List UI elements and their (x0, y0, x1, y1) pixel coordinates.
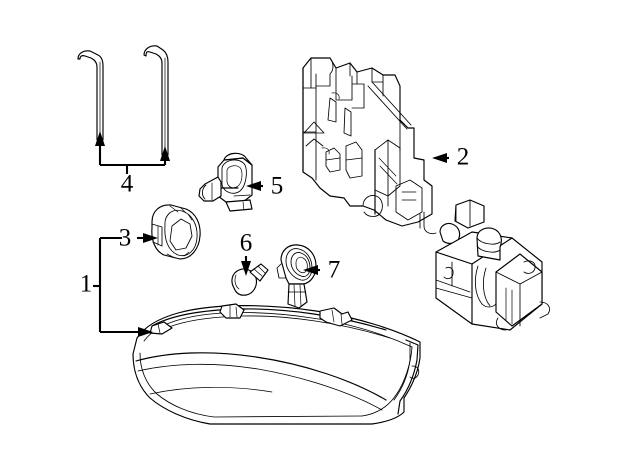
part-retaining-clip-left (77, 50, 104, 141)
callout-number-2: 2 (457, 144, 470, 171)
callout-3-leader (137, 233, 158, 243)
part-halogen-bulb (198, 152, 253, 212)
part-retaining-cap (151, 204, 201, 260)
callout-number-1: 1 (80, 271, 93, 298)
part-mounting-bracket (302, 57, 433, 227)
part-retaining-clip-right (143, 45, 169, 156)
callout-7-leader (303, 265, 320, 275)
callout-4-leader (95, 131, 170, 174)
callout-number-5: 5 (271, 173, 284, 200)
part-signal-bulb (231, 263, 269, 296)
callout-6-leader (241, 256, 251, 276)
callout-number-6: 6 (240, 230, 253, 257)
part-ballast-module (419, 199, 550, 331)
part-bulb-socket (276, 244, 317, 309)
callout-1-leader (93, 236, 153, 337)
callout-number-4: 4 (121, 171, 134, 198)
callout-2-leader (432, 153, 449, 163)
part-headlamp-housing (132, 303, 421, 425)
callout-5-leader (246, 181, 263, 191)
callout-number-3: 3 (119, 225, 132, 252)
callout-number-7: 7 (328, 257, 341, 284)
